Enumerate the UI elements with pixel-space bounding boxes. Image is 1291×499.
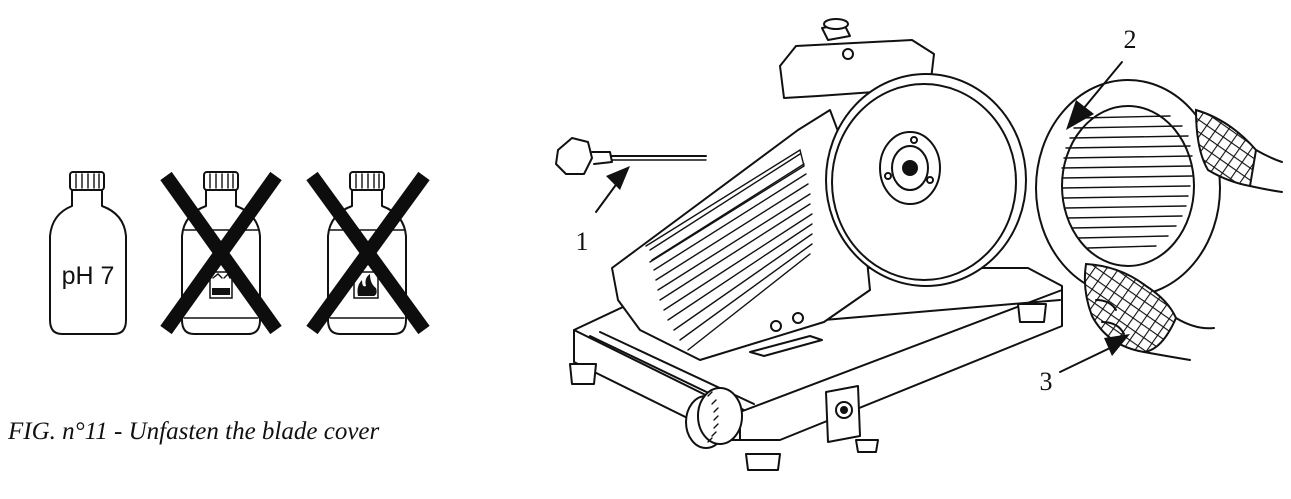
callout-3: 3: [1040, 334, 1130, 396]
blade-cover: [1035, 79, 1221, 297]
switch-panel: [825, 385, 861, 443]
bottle-flammable-crossed: [306, 171, 430, 335]
corrosive-icon: [209, 271, 233, 299]
meat-slicer: [555, 18, 1063, 471]
callout-1: 1: [576, 166, 630, 256]
figure-caption: FIG. n°11 - Unfasten the blade cover: [8, 418, 380, 445]
thickness-dial: [685, 387, 743, 449]
bottle-corrosive-crossed: [160, 171, 282, 335]
carriage-slots: [645, 148, 813, 351]
gloved-hand: [1083, 108, 1283, 361]
blade-cover-knob: [555, 137, 707, 175]
callout-2: 2: [1066, 25, 1137, 130]
callout-number-1: 1: [576, 227, 589, 256]
bottle-neutral-ph: pH 7: [49, 171, 127, 335]
callout-number-2: 2: [1124, 25, 1137, 54]
callout-number-3: 3: [1040, 367, 1053, 396]
bottle-label-ph: pH 7: [62, 262, 115, 290]
blade-cover-slots: [1061, 115, 1193, 249]
